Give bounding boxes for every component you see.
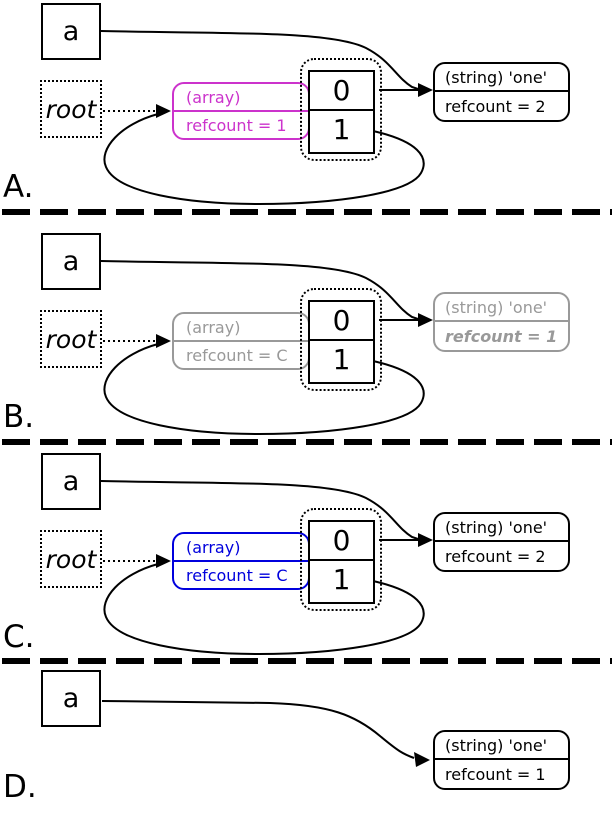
root-label: root <box>45 324 97 354</box>
array-refcount-label: refcount = C <box>186 565 288 585</box>
dashed-separator-1 <box>2 209 612 215</box>
panel-a: a root (array) refcount = 1 0 1 (string)… <box>0 0 614 230</box>
string-refcount-label: refcount = 2 <box>445 546 546 566</box>
array-node: (array) refcount = 1 <box>172 82 310 140</box>
dashed-separator-3 <box>2 658 612 664</box>
root-box: root <box>40 530 102 588</box>
root-box: root <box>40 310 102 368</box>
root-box: root <box>40 80 102 138</box>
array-type-label: (array) <box>174 314 308 342</box>
array-type-label: (array) <box>174 84 308 112</box>
variable-box-a: a <box>41 3 101 60</box>
string-type-label: (string) 'one' <box>435 514 568 542</box>
string-refcount-label: refcount = 1 <box>445 326 558 346</box>
panel-label-a: A. <box>3 169 34 205</box>
string-refcount-label: refcount = 1 <box>445 764 546 784</box>
variable-label: a <box>62 466 80 497</box>
panel-label-d: D. <box>3 769 37 805</box>
variable-box-a: a <box>41 670 101 727</box>
string-node: (string) 'one' refcount = 2 <box>433 512 570 572</box>
array-cells: 0 1 <box>308 70 375 154</box>
cell-0: 0 <box>310 302 373 341</box>
string-refcount-label: refcount = 2 <box>445 96 546 116</box>
dashed-separator-2 <box>2 439 612 445</box>
array-refcount-label: refcount = 1 <box>186 115 287 135</box>
array-cells-outline <box>300 58 382 161</box>
panel-d: a (string) 'one' refcount = 1 D. <box>0 658 614 814</box>
array-node: (array) refcount = C <box>172 312 310 370</box>
variable-label: a <box>62 16 80 47</box>
array-cells: 0 1 <box>308 520 375 604</box>
variable-box-a: a <box>41 233 101 290</box>
array-cells-outline <box>300 288 382 391</box>
array-node: (array) refcount = C <box>172 532 310 590</box>
string-node: (string) 'one' refcount = 1 <box>433 730 570 790</box>
panel-label-c: C. <box>3 619 35 655</box>
array-type-label: (array) <box>174 534 308 562</box>
panel-b: a root (array) refcount = C 0 1 (string)… <box>0 230 614 440</box>
cell-0: 0 <box>310 72 373 111</box>
cell-1: 1 <box>332 563 351 596</box>
array-cells-outline <box>300 508 382 611</box>
string-type-label: (string) 'one' <box>435 294 568 322</box>
panel-label-b: B. <box>3 399 35 435</box>
panel-c: a root (array) refcount = C 0 1 (string)… <box>0 450 614 658</box>
array-cells: 0 1 <box>308 300 375 384</box>
root-label: root <box>45 94 97 124</box>
array-refcount-label: refcount = C <box>186 345 288 365</box>
string-node: (string) 'one' refcount = 1 <box>433 292 570 352</box>
string-type-label: (string) 'one' <box>435 64 568 92</box>
cell-1: 1 <box>332 343 351 376</box>
string-node: (string) 'one' refcount = 2 <box>433 62 570 122</box>
variable-label: a <box>62 246 80 277</box>
variable-box-a: a <box>41 453 101 510</box>
cell-0: 0 <box>310 522 373 561</box>
root-label: root <box>45 544 97 574</box>
cell-1: 1 <box>332 113 351 146</box>
variable-label: a <box>62 683 80 714</box>
string-type-label: (string) 'one' <box>435 732 568 760</box>
